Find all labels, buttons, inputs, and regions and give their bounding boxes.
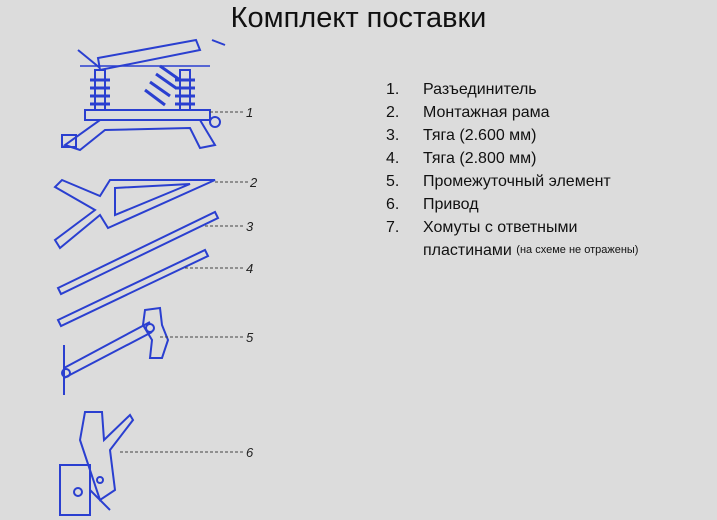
list-item: 6. Привод: [386, 193, 638, 216]
item-text: Промежуточный элемент: [423, 173, 611, 190]
list-item: 5. Промежуточный элемент: [386, 170, 638, 193]
item-text: Тяга (2.600 мм): [423, 127, 537, 144]
item-number: 2.: [386, 104, 400, 121]
item-number: 3.: [386, 127, 400, 144]
mounting-frame-drawing: [53, 178, 250, 250]
rod-2600-drawing: [56, 210, 245, 296]
list-item: 3. Тяга (2.600 мм): [386, 124, 638, 147]
drive-drawing: [59, 411, 245, 516]
list-item: 7. Хомуты с ответными: [386, 216, 638, 239]
diagram-label-3: 3: [246, 219, 254, 234]
delivery-list: 1. Разъединитель 2. Монтажная рама 3. Тяга …: [386, 78, 638, 262]
item-text: пластинами: [423, 242, 512, 259]
diagram-label-4: 4: [246, 261, 253, 276]
item-number: 1.: [386, 81, 400, 98]
item-text: Разъединитель: [423, 81, 537, 98]
list-item: 4. Тяга (2.800 мм): [386, 147, 638, 170]
item-number: 4.: [386, 150, 400, 167]
item-number: 7.: [386, 219, 400, 236]
item-number: 5.: [386, 173, 400, 190]
item-text: Хомуты с ответными: [423, 219, 578, 236]
item-note: (на схеме не отражены): [516, 244, 639, 256]
diagram-label-6: 6: [246, 445, 254, 460]
rod-2800-drawing: [56, 248, 245, 328]
list-item: 2. Монтажная рама: [386, 101, 638, 124]
list-item: 1. Разъединитель: [386, 78, 638, 101]
list-item-continued: пластинами (на схеме не отражены): [386, 239, 638, 262]
diagram-label-2: 2: [249, 175, 258, 190]
disconnector-drawing: [61, 38, 245, 152]
diagram-label-5: 5: [246, 330, 254, 345]
diagram-label-1: 1: [246, 105, 253, 120]
item-text: Тяга (2.800 мм): [423, 150, 537, 167]
item-text: Привод: [423, 196, 479, 213]
item-number: 6.: [386, 196, 400, 213]
slide-title: Комплект поставки: [230, 2, 487, 34]
intermediate-element-drawing: [61, 306, 245, 395]
item-text: Монтажная рама: [423, 104, 550, 121]
